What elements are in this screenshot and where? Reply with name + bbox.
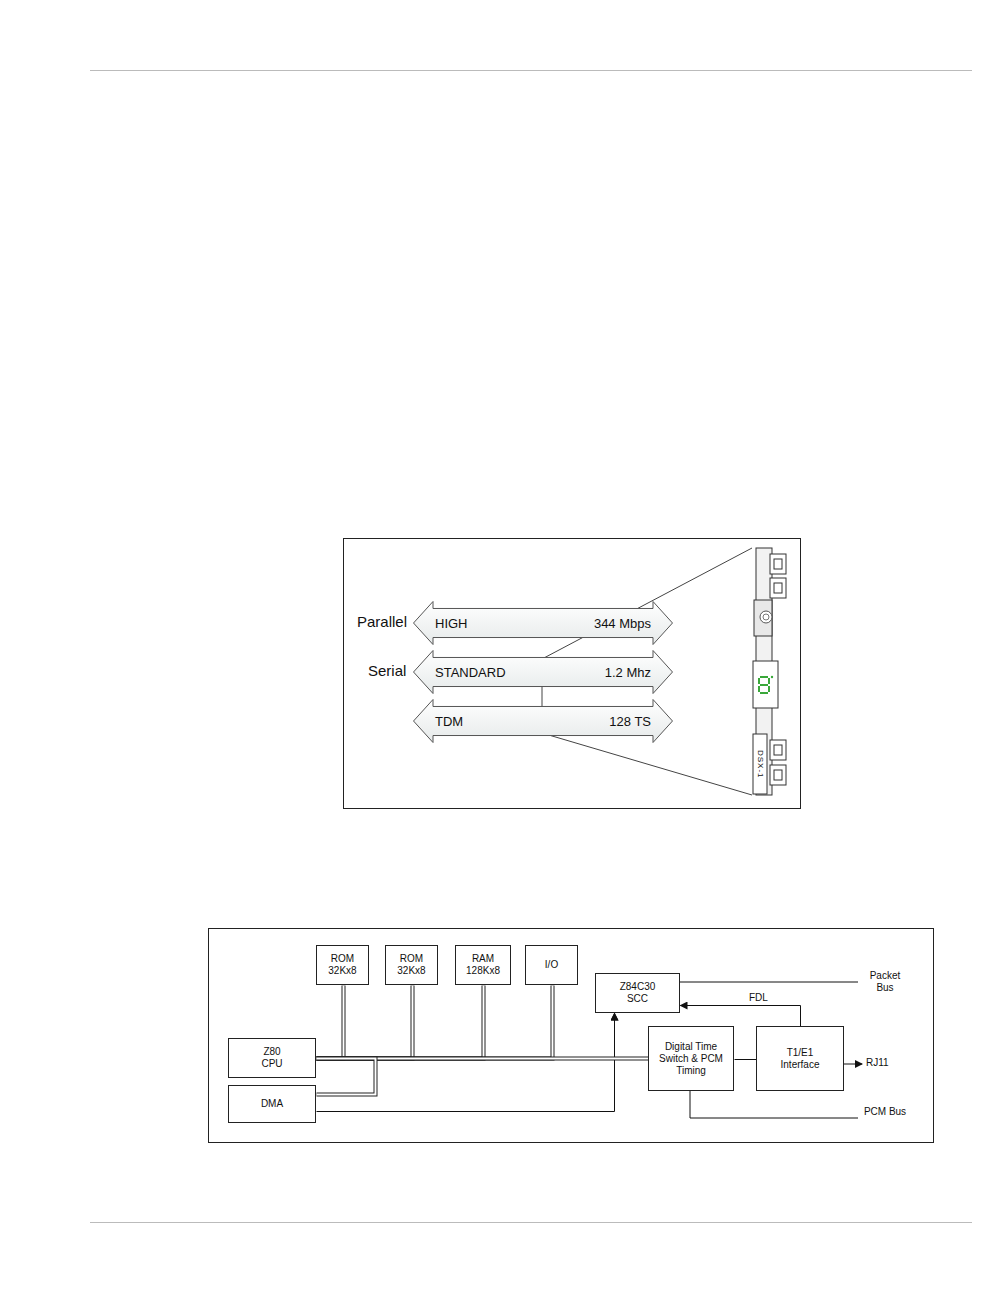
block-box: I/O (525, 945, 578, 985)
block-box: Z80 CPU (228, 1038, 316, 1078)
block-label: T1/E1 Interface (772, 1047, 828, 1071)
block-box: DMA (228, 1085, 316, 1123)
bus-inner (317, 1059, 376, 1095)
block-label: ROM 32Kx8 (323, 953, 363, 977)
card-faceplate (753, 548, 786, 795)
bus-connector (317, 986, 413, 1059)
label: DSX-1 (755, 750, 765, 776)
label: PCM Bus (862, 1106, 908, 1118)
bus-name: TDM (435, 714, 463, 729)
connector-line (681, 1006, 801, 1027)
bus-rate: 344 Mbps (594, 616, 651, 631)
label: Serial (368, 662, 406, 680)
bus-inner (317, 986, 413, 1059)
pcm-bus-lead (690, 1091, 858, 1118)
perspective-line (542, 733, 752, 795)
block-label: DMA (261, 1098, 283, 1110)
block-box: RAM 128Kx8 (455, 945, 511, 985)
block-box: Z84C30 SCC (595, 973, 680, 1013)
bus-name: STANDARD (435, 665, 506, 680)
block-box: T1/E1 Interface (756, 1026, 844, 1091)
figure-frame (344, 539, 801, 809)
bus-outer (317, 1059, 376, 1095)
block-label: Digital Time Switch & PCM Timing (658, 1041, 724, 1077)
bus-connector (317, 986, 484, 1059)
header-rule (90, 70, 972, 71)
bus-name: HIGH (435, 616, 468, 631)
bus-outer (317, 986, 413, 1059)
signal-connector (735, 1059, 757, 1060)
block-box: ROM 32Kx8 (316, 945, 369, 985)
bus-connector (317, 986, 344, 1059)
footer-rule (90, 1222, 972, 1223)
block-label: Z80 CPU (252, 1046, 292, 1070)
bus-outer (317, 986, 553, 1059)
rj11-lead (844, 1064, 862, 1065)
block-box: ROM 32Kx8 (385, 945, 438, 985)
bus-inner (317, 986, 484, 1059)
bus-rate: 128 TS (609, 714, 651, 729)
bus-arrow: STANDARD 1.2 Mhz (413, 650, 673, 694)
block-box: Digital Time Switch & PCM Timing (648, 1026, 734, 1091)
edge-label: FDL (748, 992, 769, 1003)
block-label: I/O (545, 959, 558, 971)
arrow-shape (414, 700, 673, 743)
bus-inner (317, 986, 344, 1059)
bus-arrow: HIGH 344 Mbps (413, 601, 673, 645)
block-label: RAM 128Kx8 (460, 953, 506, 977)
arrow-shape (414, 651, 673, 694)
signal-connector (681, 1006, 801, 1027)
label: Parallel (357, 613, 407, 631)
packet-bus-lead (680, 982, 858, 983)
bus-outer (317, 986, 344, 1059)
connector-line (317, 1014, 615, 1059)
arrow-shape (414, 602, 673, 645)
bus-rate: 1.2 Mhz (605, 665, 651, 680)
figure-frame (209, 929, 934, 1143)
label: RJ11 (866, 1057, 889, 1069)
label: Packet Bus (862, 970, 908, 994)
perspective-line (542, 548, 752, 659)
bus-inner (317, 986, 553, 1059)
bus-outer (317, 986, 484, 1059)
signal-connector (317, 1014, 615, 1112)
bus-connector (317, 1059, 376, 1095)
signal-connector (317, 1014, 615, 1059)
block-label: Z84C30 SCC (613, 981, 663, 1005)
block-label: ROM 32Kx8 (392, 953, 432, 977)
bus-connector (317, 986, 553, 1059)
connector-line (735, 1059, 757, 1060)
bus-arrow: TDM 128 TS (413, 699, 673, 743)
connector-line (317, 1014, 615, 1112)
